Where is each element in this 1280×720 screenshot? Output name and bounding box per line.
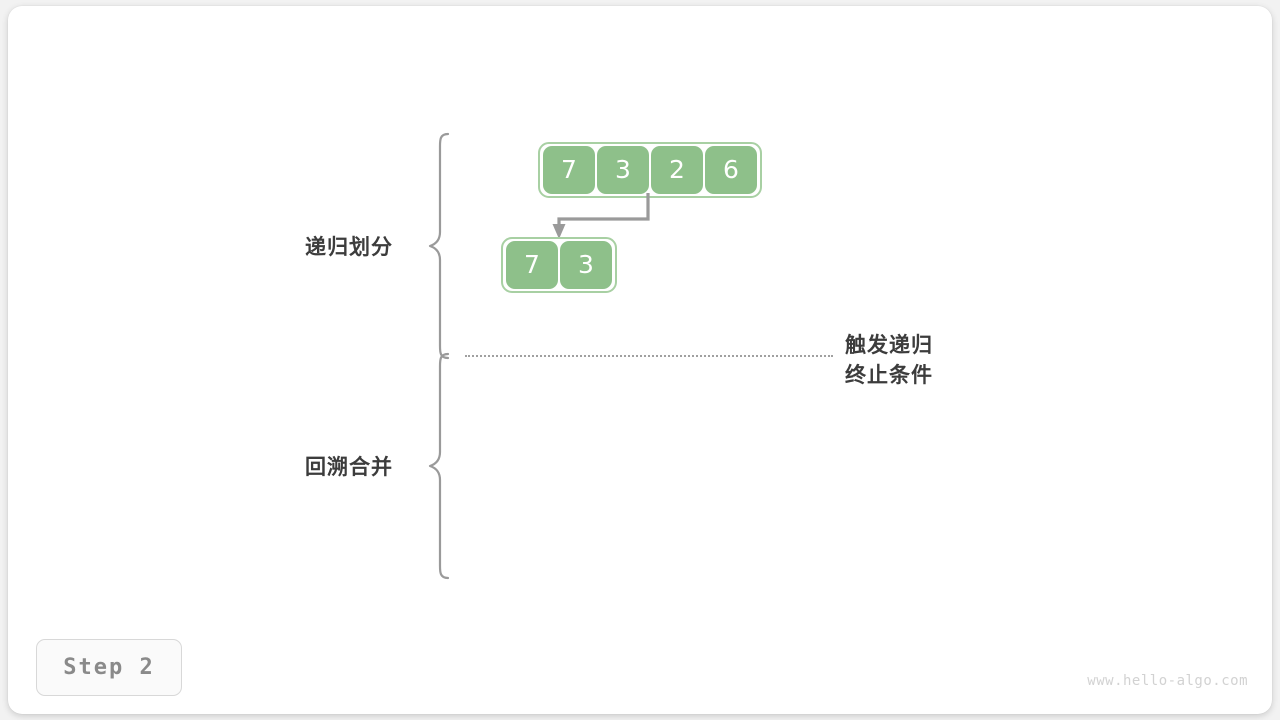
- root-array: 7 3 2 6: [538, 142, 762, 198]
- diagram-card: [8, 6, 1272, 714]
- array-cell: 2: [651, 146, 703, 194]
- annotation-line-1: 触发递归: [845, 334, 933, 357]
- array-cell: 3: [560, 241, 612, 289]
- step-badge-label: Step 2: [63, 655, 155, 680]
- divide-arrow-icon: [552, 193, 650, 239]
- left-subarray: 7 3: [501, 237, 617, 293]
- array-cell: 6: [705, 146, 757, 194]
- brace-recursive-divide-icon: [428, 132, 450, 360]
- annotation-line-2: 终止条件: [845, 364, 933, 387]
- step-badge: Step 2: [36, 639, 182, 696]
- section-label-recursive-divide: 递归划分: [305, 236, 393, 259]
- base-case-annotation: 触发递归 终止条件: [845, 331, 933, 391]
- recursion-base-case-divider: [465, 355, 833, 359]
- array-cell: 7: [543, 146, 595, 194]
- array-cell: 7: [506, 241, 558, 289]
- brace-backtrack-merge-icon: [428, 352, 450, 580]
- watermark: www.hello-algo.com: [1087, 673, 1248, 689]
- array-cell: 3: [597, 146, 649, 194]
- section-label-backtrack-merge: 回溯合并: [305, 456, 393, 479]
